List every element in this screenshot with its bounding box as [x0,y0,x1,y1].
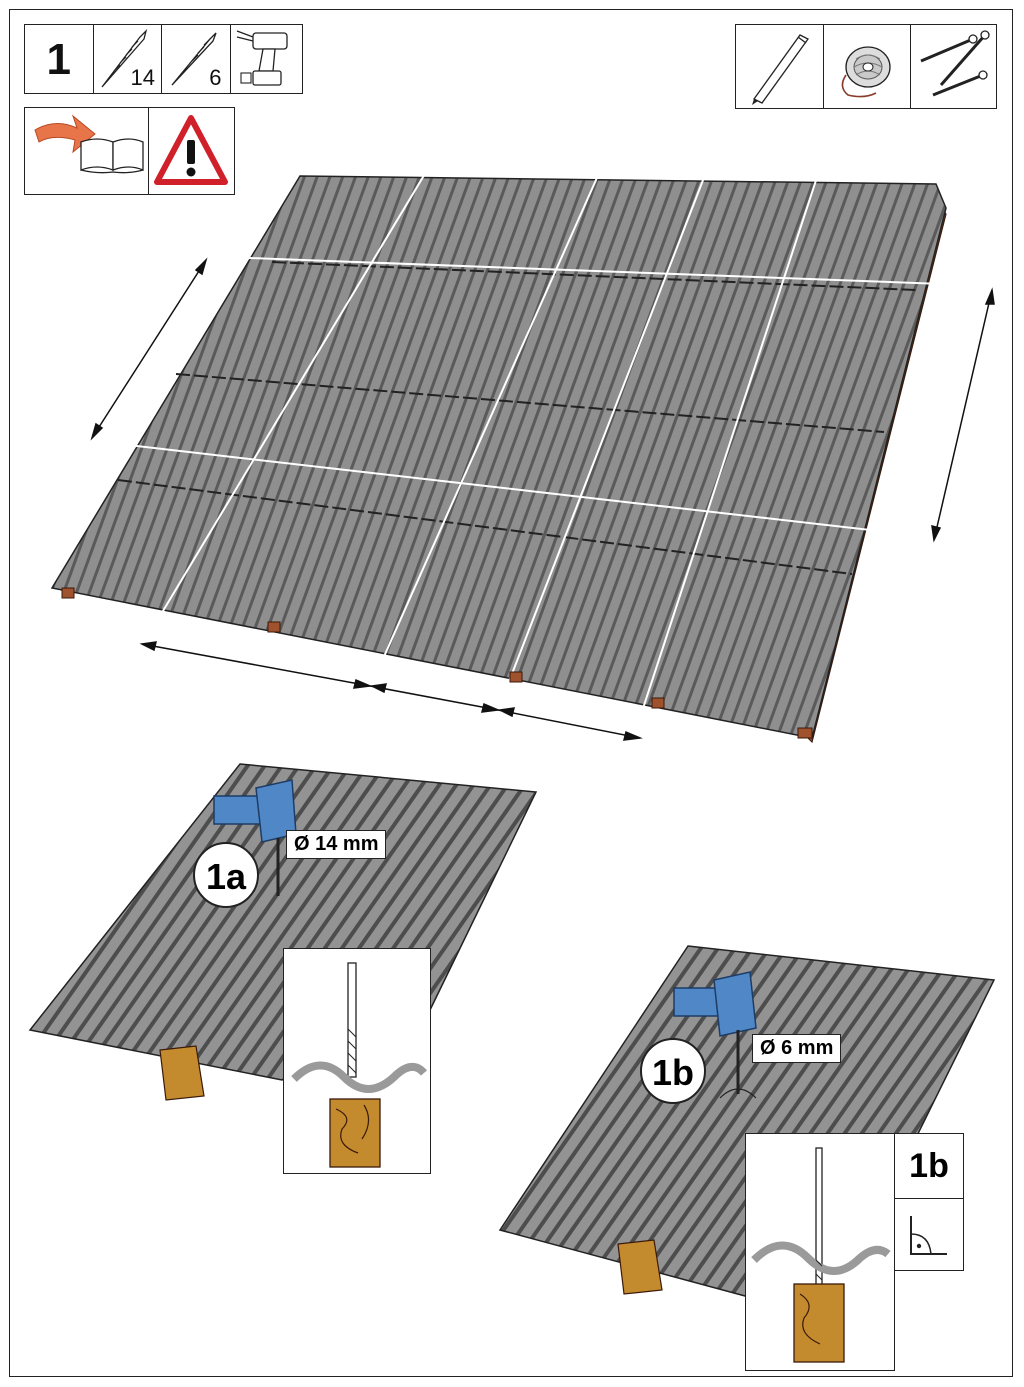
layout-line [195,255,997,287]
dimension-arrow-bottom-2 [369,683,501,713]
dimension-arrow-left [90,257,208,441]
layout-line [369,161,605,689]
roof-overview-illustration [50,161,997,744]
drill-cross-section-b [751,1147,891,1363]
cordless-drill-cell [231,25,302,93]
cordless-drill-icon [236,30,288,86]
step-number-cell: 1 [25,25,94,93]
tile-row-line [117,479,853,575]
notices-panel [24,107,235,195]
substep-badge-b: 1b [640,1038,706,1104]
small-bit-size-label: 6 [209,65,222,90]
roof-surface [50,175,947,739]
page-frame [9,9,1013,1377]
drill-diameter-label-a: Ø 14 mm [286,830,387,859]
tile-row-line [175,373,885,433]
inset-detail-a [283,948,431,1174]
drill-b [673,971,757,1099]
pencil-cell [736,25,824,108]
wood-drill-bit-cell: 6 [162,25,231,93]
substep-badge-a: 1a [193,842,259,908]
layout-line [141,161,433,647]
beam-a [159,1045,205,1101]
warning-icon [154,115,228,185]
dimension-arrow-bottom-1 [139,641,373,689]
layout-line [631,161,823,743]
materials-panel [735,24,997,109]
wood-drill-bit-icon [171,32,217,86]
masonry-drill-bit-cell: 14 [94,25,162,93]
dimension-arrow-right [931,287,995,543]
screws-icon [920,30,990,97]
masonry-drill-bit-icon [100,28,147,88]
read-manual-cell [25,108,149,194]
dimension-arrow-bottom-3 [497,707,643,741]
inset-side-box-b: 1b [894,1133,964,1271]
cord-reel-icon [841,46,891,98]
drill-diameter-label-b: Ø 6 mm [752,1034,842,1063]
drill-cross-section-a [291,962,428,1168]
large-bit-size-label: 14 [130,65,155,90]
right-angle-icon [910,1216,947,1255]
warning-cell [149,108,233,194]
cord-reel-cell [824,25,911,108]
step-number: 1 [46,35,71,84]
tools-panel: 1 14 6 [24,24,303,94]
inset-detail-b [745,1133,895,1371]
inset-label-b: 1b [895,1134,963,1199]
layout-line [83,439,941,539]
beam-b [617,1239,663,1295]
read-manual-icon [34,114,144,174]
layout-line [497,161,711,711]
pencil-icon [752,34,809,105]
screws-cell [911,25,995,108]
